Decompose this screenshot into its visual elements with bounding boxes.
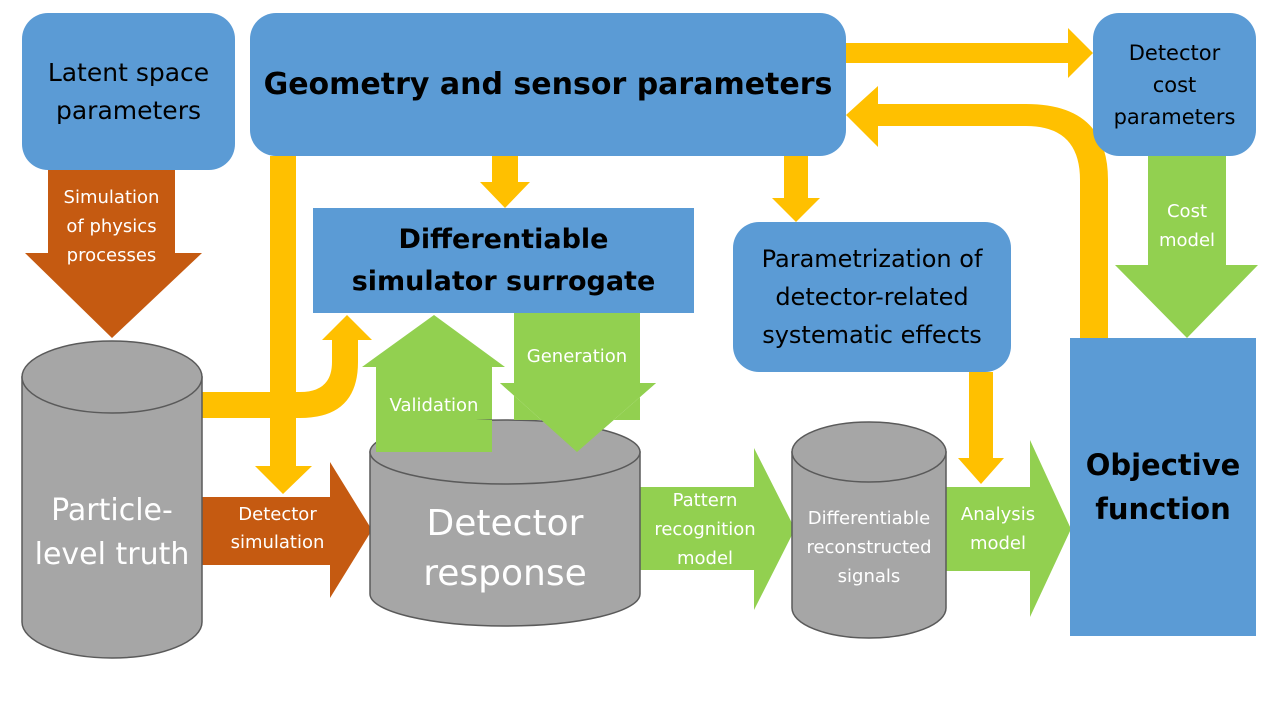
green-arrows-front [376, 383, 656, 452]
geometry-sensor-parameters-box: Geometry and sensor parameters [250, 13, 846, 156]
arrow-geometry-to-detector-simulation [255, 156, 312, 494]
detector-cost-parameters-box: Detector cost parameters [1093, 13, 1256, 156]
generation-label: Generation [526, 345, 628, 367]
parametrization-label: Parametrization of detector-related syst… [761, 245, 983, 349]
objective-function-box: Objective function [1070, 338, 1256, 636]
arrow-geometry-to-surrogate [480, 156, 530, 208]
arrow-objective-to-geometry [846, 86, 1108, 338]
arrow-geometry-to-cost [846, 28, 1093, 78]
detector-cost-parameters-label: Detector cost parameters [1113, 40, 1236, 129]
arrow-generation [500, 313, 656, 452]
particle-level-truth-label: Particle- level truth [34, 493, 190, 572]
simulator-surrogate-label: Differentiable simulator surrogate [351, 223, 656, 297]
objective-function-label: Objective function [1085, 448, 1241, 526]
arrow-analysis-model [946, 440, 1071, 617]
arrow-validation [362, 315, 505, 452]
arrow-detector-simulation [202, 462, 372, 598]
cylinder-particle-truth-shape [21, 340, 203, 659]
geometry-sensor-parameters-label: Geometry and sensor parameters [263, 67, 833, 102]
latent-space-parameters-box: Latent space parameters [22, 13, 235, 170]
analysis-model-label: Analysis model [960, 504, 1036, 554]
detector-response-label: Detector response [423, 503, 587, 594]
arrow-pattern-recognition [640, 448, 795, 610]
arrow-geometry-to-parametrization [772, 156, 820, 222]
simulator-surrogate-box: Differentiable simulator surrogate [313, 208, 694, 313]
yellow-connectors [202, 28, 1108, 494]
arrow-parametrization-to-analysis [958, 372, 1004, 484]
orange-arrows [25, 170, 372, 598]
parametrization-box: Parametrization of detector-related syst… [733, 222, 1011, 372]
cylinder-reconstructed-shape [791, 421, 947, 639]
detector-simulation-label: Detector simulation [230, 504, 325, 553]
green-arrows [362, 156, 1258, 617]
pattern-recognition-label: Pattern recognition model [654, 489, 756, 569]
validation-label: Validation [389, 394, 479, 416]
reconstructed-signals-label: Differentiable reconstructed signals [806, 508, 932, 587]
arrow-simulation-of-physics [25, 170, 202, 338]
latent-space-parameters-label: Latent space parameters [47, 57, 210, 125]
simulation-physics-label: Simulation of physics processes [63, 186, 160, 266]
arrow-cost-model [1115, 156, 1258, 338]
cost-model-label: Cost model [1158, 201, 1216, 251]
arrow-truth-to-surrogate [202, 315, 372, 418]
